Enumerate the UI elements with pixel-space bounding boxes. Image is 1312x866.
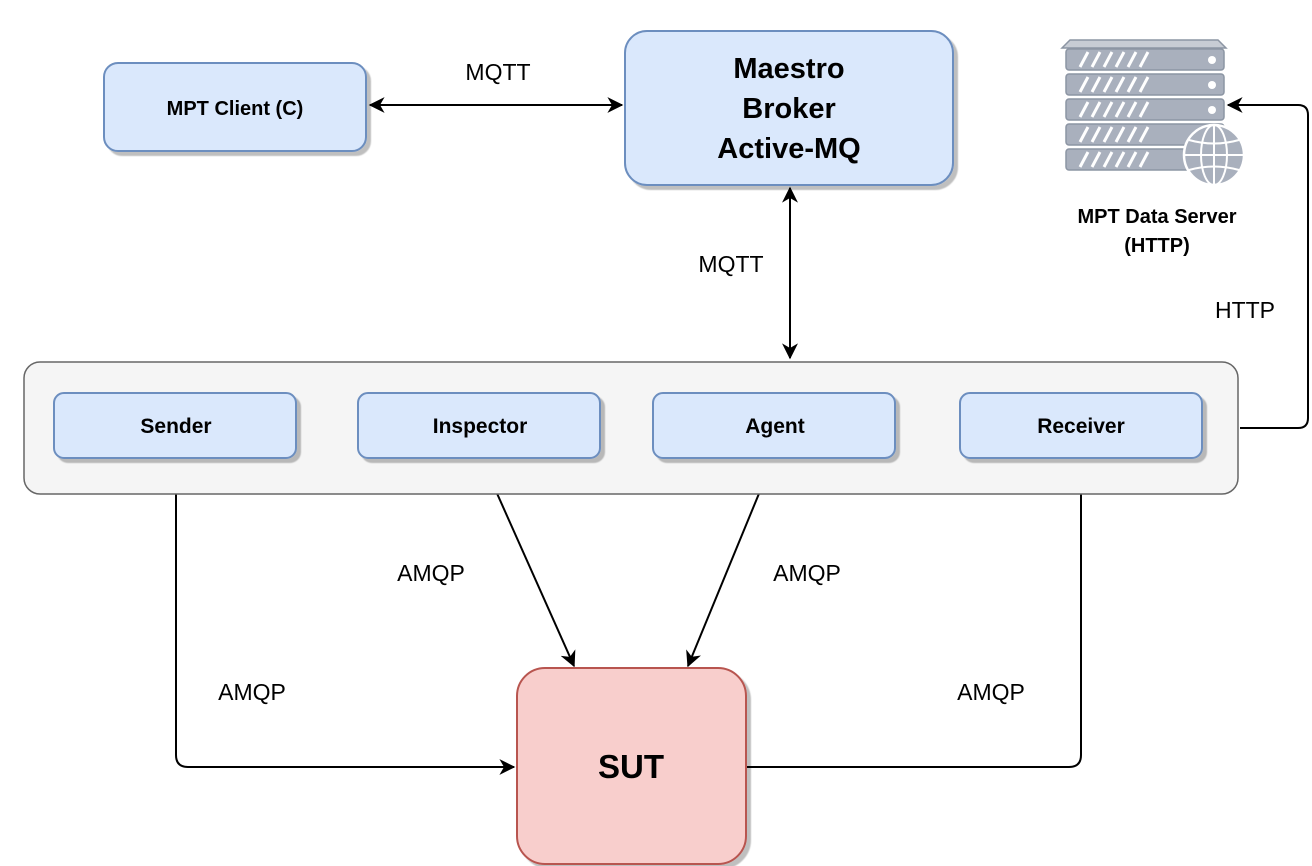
agent-node: Agent [652,392,896,459]
server-unit-3 [1065,98,1225,121]
edge-label-inspector-sut: AMQP [397,560,465,586]
edge-label-broker-workers: MQTT [698,251,763,277]
inspector-label: Inspector [433,415,528,438]
edge-label-sut-receiver: AMQP [957,679,1025,705]
sut-label: SUT [598,748,664,785]
broker-label-line1: Maestro [733,53,844,85]
edge-label-receiver-server: HTTP [1215,297,1275,323]
mpt-client-node: MPT Client (C) [103,62,367,152]
data-server-label-line2: (HTTP) [1124,235,1190,257]
server-rack-globe-icon [1060,39,1246,187]
receiver-label: Receiver [1037,415,1125,438]
edge-sender-sut [175,458,516,775]
edge-label-client-broker: MQTT [465,59,530,85]
edge-label-sender-sut: AMQP [218,679,286,705]
broker-label-line2: Broker [742,93,836,125]
mpt-client-label: MPT Client (C) [167,98,304,120]
edge-agent-sut [686,460,774,668]
edge-label-agent-sut: AMQP [773,560,841,586]
server-unit-2 [1065,73,1225,96]
sender-node: Sender [53,392,297,459]
maestro-broker-node: Maestro Broker Active-MQ [624,30,954,186]
data-server-label-line1: MPT Data Server [1078,206,1237,228]
edge-sut-receiver [746,460,1089,768]
worker-group-container [23,361,1239,495]
edge-receiver-server [1226,97,1309,429]
sut-node: SUT [516,667,747,865]
globe-icon [1182,123,1246,187]
sender-label: Sender [140,415,211,438]
receiver-node: Receiver [959,392,1203,459]
edges [175,97,1309,775]
agent-label: Agent [745,415,805,438]
server-unit-1 [1065,48,1225,71]
edge-inspector-sut [481,460,576,668]
broker-label-line3: Active-MQ [717,133,860,165]
inspector-node: Inspector [357,392,601,459]
